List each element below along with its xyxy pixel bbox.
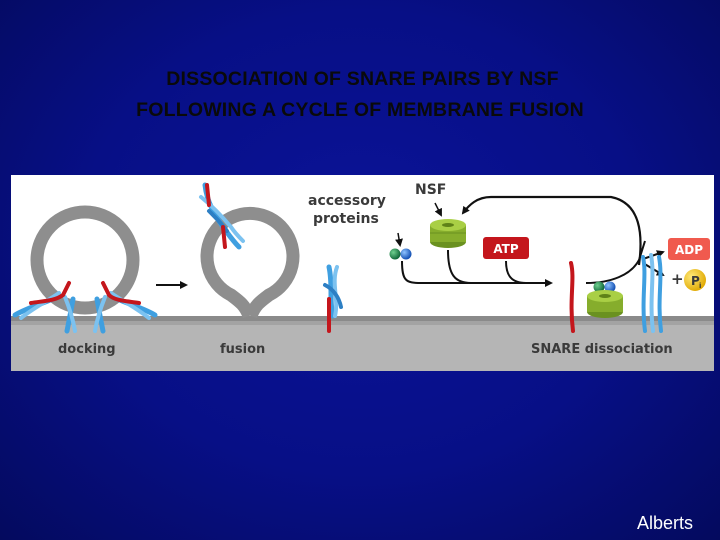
dissociated-t-snares [643, 255, 661, 331]
source-credit: Alberts [637, 513, 693, 534]
accessory-label-line-1: accessory [308, 193, 386, 209]
fusing-vesicle [207, 213, 293, 316]
nsf-label-pointer [435, 203, 441, 215]
title-line-2: FOLLOWING A CYCLE OF MEMBRANE FUSION [0, 95, 720, 126]
accessory-proteins [390, 249, 412, 260]
accessory-protein-green [390, 249, 401, 260]
accessory-label-pointer [398, 233, 400, 245]
phosphate-pi: P i [684, 269, 706, 291]
title-line-1: DISSOCIATION OF SNARE PAIRS BY NSF [0, 64, 720, 95]
adp-label: ADP [675, 243, 703, 257]
accessory-protein-blue [401, 249, 412, 260]
nsf-bound-complex [587, 282, 623, 319]
docking-label: docking [58, 342, 116, 357]
nsf-hexamer [430, 219, 466, 248]
fusion-label: fusion [220, 342, 265, 357]
plus-sign: + [671, 270, 684, 288]
atp-tag: ATP [483, 237, 529, 259]
snare-cycle-diagram: ATP [11, 175, 714, 371]
snare-dissociation-label: SNARE dissociation [531, 342, 673, 357]
adp-tag: ADP [668, 238, 710, 260]
slide-title: DISSOCIATION OF SNARE PAIRS BY NSF FOLLO… [0, 64, 720, 126]
accessory-label-line-2: proteins [313, 211, 379, 227]
nsf-label: NSF [415, 182, 446, 198]
snare-cycle-figure: ATP [11, 175, 714, 371]
dissociated-v-snare [571, 263, 573, 331]
pi-subscript: i [699, 282, 701, 290]
docking-vesicle [37, 212, 133, 308]
atp-label: ATP [493, 242, 519, 256]
